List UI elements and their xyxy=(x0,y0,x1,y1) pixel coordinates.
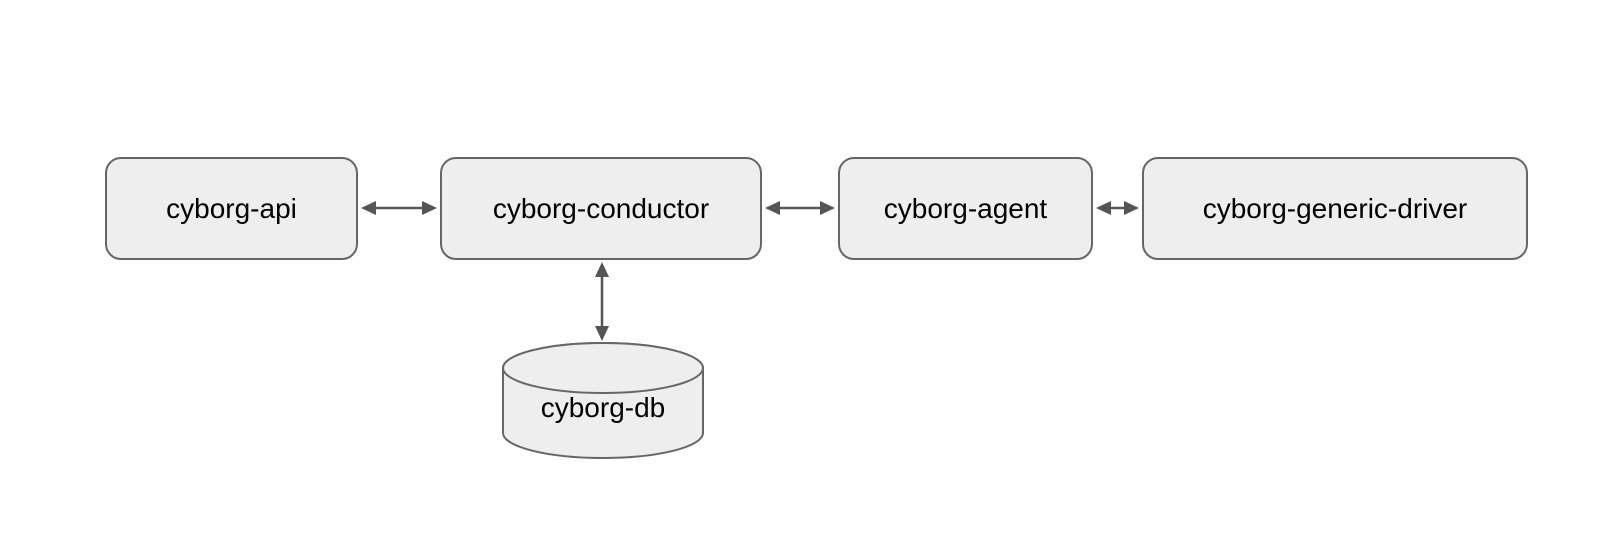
arrow-api-conductor xyxy=(361,201,437,215)
arrow-conductor-db xyxy=(595,262,609,341)
arrow-agent-generic-driver xyxy=(1096,201,1139,215)
node-cyborg-db-label: cyborg-db xyxy=(540,392,666,423)
database-cylinder-shape xyxy=(502,342,704,459)
arrow-conductor-agent xyxy=(765,201,835,215)
node-cyborg-generic-driver: cyborg-generic-driver xyxy=(1142,157,1528,260)
node-cyborg-api: cyborg-api xyxy=(105,157,358,260)
node-cyborg-agent-label: cyborg-agent xyxy=(883,192,1048,224)
node-cyborg-conductor: cyborg-conductor xyxy=(440,157,762,260)
node-cyborg-generic-driver-label: cyborg-generic-driver xyxy=(1202,192,1468,224)
node-cyborg-api-label: cyborg-api xyxy=(166,192,297,224)
node-cyborg-agent: cyborg-agent xyxy=(838,157,1093,260)
node-cyborg-conductor-label: cyborg-conductor xyxy=(492,192,710,224)
